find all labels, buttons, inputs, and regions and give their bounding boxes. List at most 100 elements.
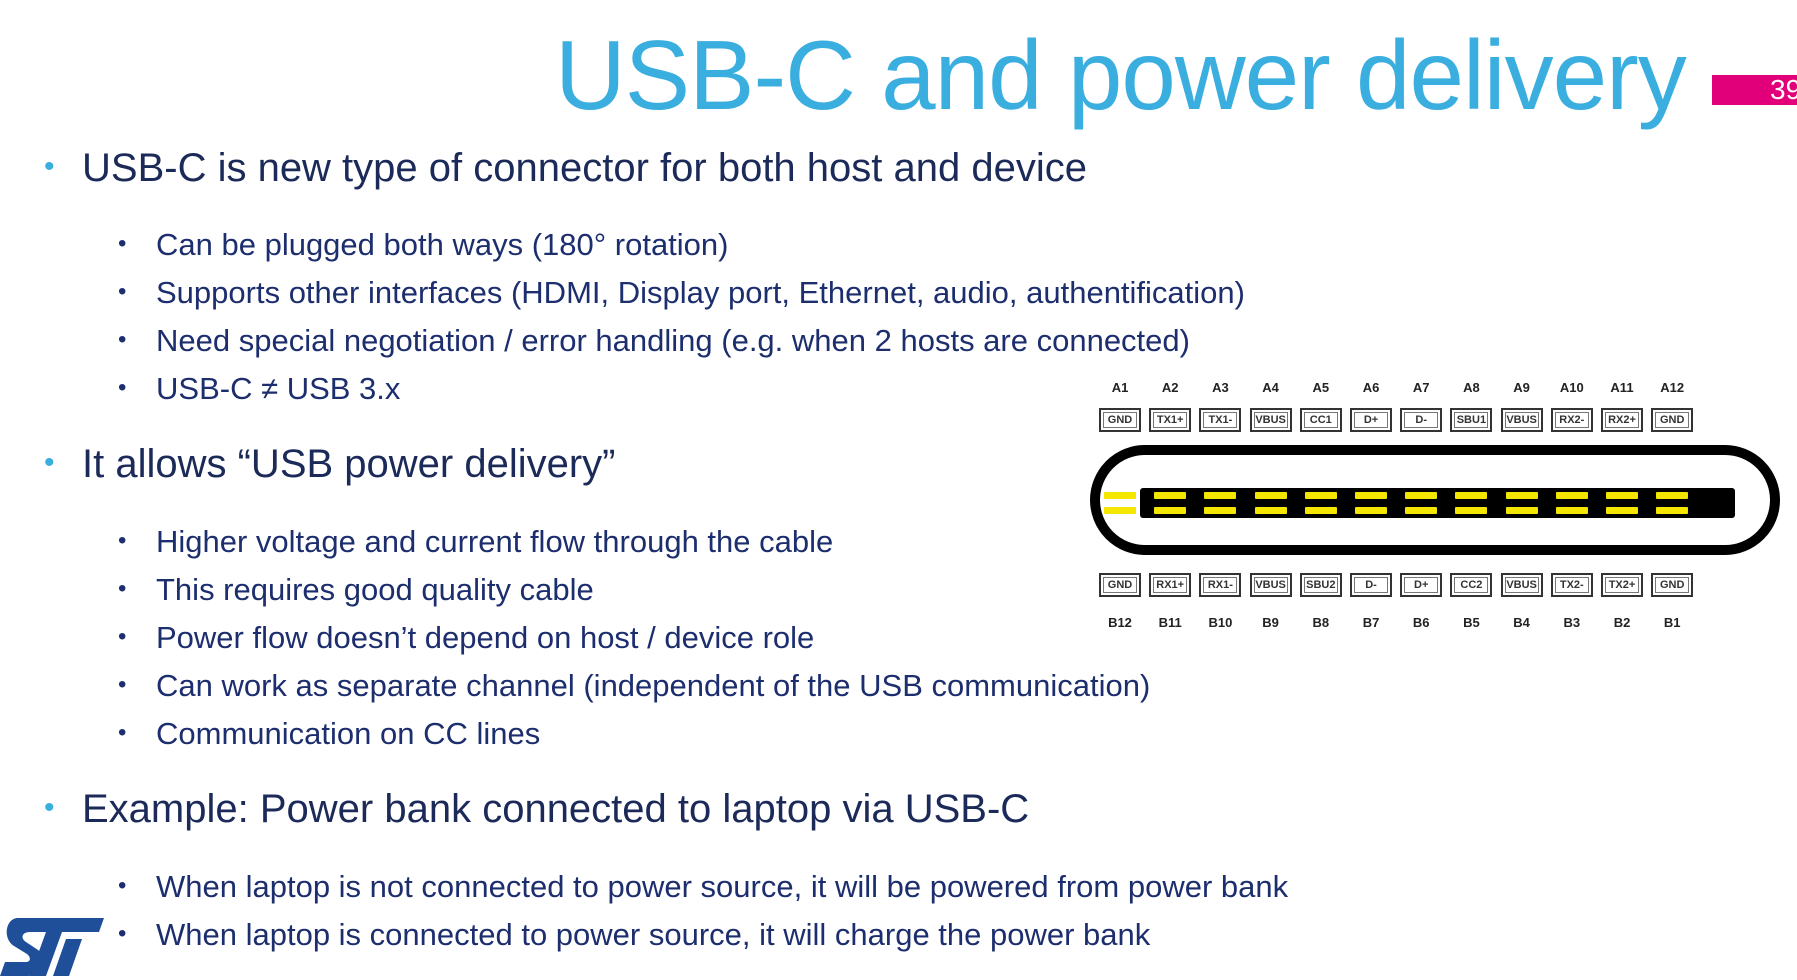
contact-bottom: [1104, 507, 1136, 514]
pin-signal-top: CC1: [1299, 408, 1342, 432]
bullet-dot: •: [44, 150, 55, 183]
contact-bottom: [1254, 507, 1287, 514]
section-heading: USB-C is new type of connector for both …: [82, 146, 1087, 190]
sub-bullet: Can work as separate channel (independen…: [156, 668, 1151, 703]
pin-signal-bottom: TX2+: [1601, 573, 1643, 597]
pin-signal-bottom: RX1-: [1199, 573, 1242, 597]
pin-signal-bottom: D-: [1350, 573, 1392, 597]
pin-signal-top: GND: [1651, 408, 1694, 432]
pin-signal-top: SBU1: [1450, 408, 1493, 432]
contact-top: [1505, 492, 1538, 499]
contact-top: [1656, 492, 1689, 499]
pin-number-top: A1: [1111, 380, 1129, 395]
sub-bullet: Supports other interfaces (HDMI, Display…: [156, 275, 1245, 310]
sub-bullet: Communication on CC lines: [156, 716, 541, 751]
pin-number-bottom: B8: [1312, 615, 1330, 630]
pin-signal-bottom: VBUS: [1500, 573, 1543, 597]
sub-bullet: Need special negotiation / error handlin…: [156, 323, 1190, 358]
contact-bottom: [1355, 507, 1387, 514]
pin-signal-top: TX1-: [1199, 408, 1242, 432]
pin-number-top: A5: [1312, 380, 1330, 395]
page-number-badge: 39: [1712, 75, 1797, 105]
pin-signal-top: GND: [1099, 408, 1141, 432]
pin-number-bottom: B9: [1262, 615, 1279, 630]
pin-number-top: A6: [1362, 380, 1380, 395]
section-heading: It allows “USB power delivery”: [82, 442, 616, 486]
pin-number-top: A9: [1513, 380, 1530, 395]
sub-bullet-dot: •: [118, 230, 127, 257]
pin-number-bottom: B4: [1513, 615, 1530, 630]
pin-signal-bottom: VBUS: [1249, 573, 1292, 597]
pin-number-bottom: B7: [1362, 615, 1380, 630]
sub-bullet-dot: •: [118, 920, 127, 947]
contact-bottom: [1656, 507, 1689, 514]
contact-bottom: [1405, 507, 1438, 514]
sub-bullet: USB-C ≠ USB 3.x: [156, 371, 401, 406]
sub-bullet-dot: •: [118, 527, 127, 554]
sub-bullet-dot: •: [118, 575, 127, 602]
contact-top: [1405, 492, 1438, 499]
sub-bullet-dot: •: [118, 326, 127, 353]
pin-signal-top: RX2-: [1550, 408, 1593, 432]
pin-signal-top: D-: [1400, 408, 1443, 432]
pin-signal-top: VBUS: [1500, 408, 1543, 432]
contact-top: [1355, 492, 1387, 499]
contact-bottom: [1505, 507, 1538, 514]
pin-number-top: A11: [1610, 380, 1634, 395]
pin-number-top: A4: [1262, 380, 1279, 395]
bullet-dot: •: [44, 446, 55, 479]
pin-signal-top: D+: [1350, 408, 1392, 432]
contact-top: [1254, 492, 1287, 499]
pin-signal-top: RX2+: [1601, 408, 1643, 432]
pin-signal-bottom: TX2-: [1550, 573, 1593, 597]
sub-bullet: This requires good quality cable: [156, 572, 594, 607]
pin-number-bottom: B3: [1563, 615, 1581, 630]
pin-number-bottom: B10: [1208, 615, 1233, 630]
sub-bullet-dot: •: [118, 374, 127, 401]
sub-bullet-dot: •: [118, 671, 127, 698]
pin-number-bottom: B6: [1412, 615, 1430, 630]
pin-signal-bottom: GND: [1651, 573, 1694, 597]
pin-number-top: A8: [1463, 380, 1480, 395]
pin-number-top: A10: [1559, 380, 1584, 395]
sub-bullet-dot: •: [118, 623, 127, 650]
sub-bullet: Higher voltage and current flow through …: [156, 524, 834, 559]
sub-bullet: Power flow doesn’t depend on host / devi…: [156, 620, 815, 655]
contact-top: [1455, 492, 1488, 499]
contact-bottom: [1455, 507, 1488, 514]
pin-signal-top: TX1+: [1149, 408, 1192, 432]
st-logo-icon: [0, 918, 104, 976]
pin-signal-bottom: GND: [1099, 573, 1141, 597]
contact-top: [1606, 492, 1638, 499]
pin-signal-bottom: SBU2: [1299, 573, 1342, 597]
pin-signal-bottom: CC2: [1450, 573, 1493, 597]
pin-number-top: A7: [1412, 380, 1430, 395]
contact-bottom: [1555, 507, 1588, 514]
pin-signal-bottom: RX1+: [1149, 573, 1192, 597]
contact-top: [1104, 492, 1136, 499]
pin-signal-top: VBUS: [1249, 408, 1292, 432]
sub-bullet: When laptop is not connected to power so…: [156, 869, 1289, 904]
contact-bottom: [1204, 507, 1237, 514]
pin-number-bottom: B2: [1613, 615, 1631, 630]
sub-bullet-dot: •: [118, 872, 127, 899]
sub-bullet-dot: •: [118, 719, 127, 746]
contact-top: [1304, 492, 1337, 499]
slide-title: USB-C and power delivery: [555, 20, 1687, 130]
pin-number-top: A3: [1212, 380, 1229, 395]
pin-number-bottom: B12: [1108, 615, 1132, 630]
pin-number-bottom: B11: [1158, 615, 1182, 630]
pin-number-top: A12: [1660, 380, 1685, 395]
bullet-dot: •: [44, 791, 55, 824]
contact-top: [1204, 492, 1237, 499]
pin-number-bottom: B1: [1663, 615, 1681, 630]
sub-bullet: Can be plugged both ways (180° rotation): [156, 227, 729, 262]
contact-bottom: [1154, 507, 1187, 514]
pin-number-bottom: B5: [1463, 615, 1480, 630]
sub-bullet-dot: •: [118, 278, 127, 305]
contact-bottom: [1304, 507, 1337, 514]
pin-number-top: A2: [1161, 380, 1179, 395]
contact-bottom: [1606, 507, 1638, 514]
section-heading: Example: Power bank connected to laptop …: [82, 787, 1030, 831]
